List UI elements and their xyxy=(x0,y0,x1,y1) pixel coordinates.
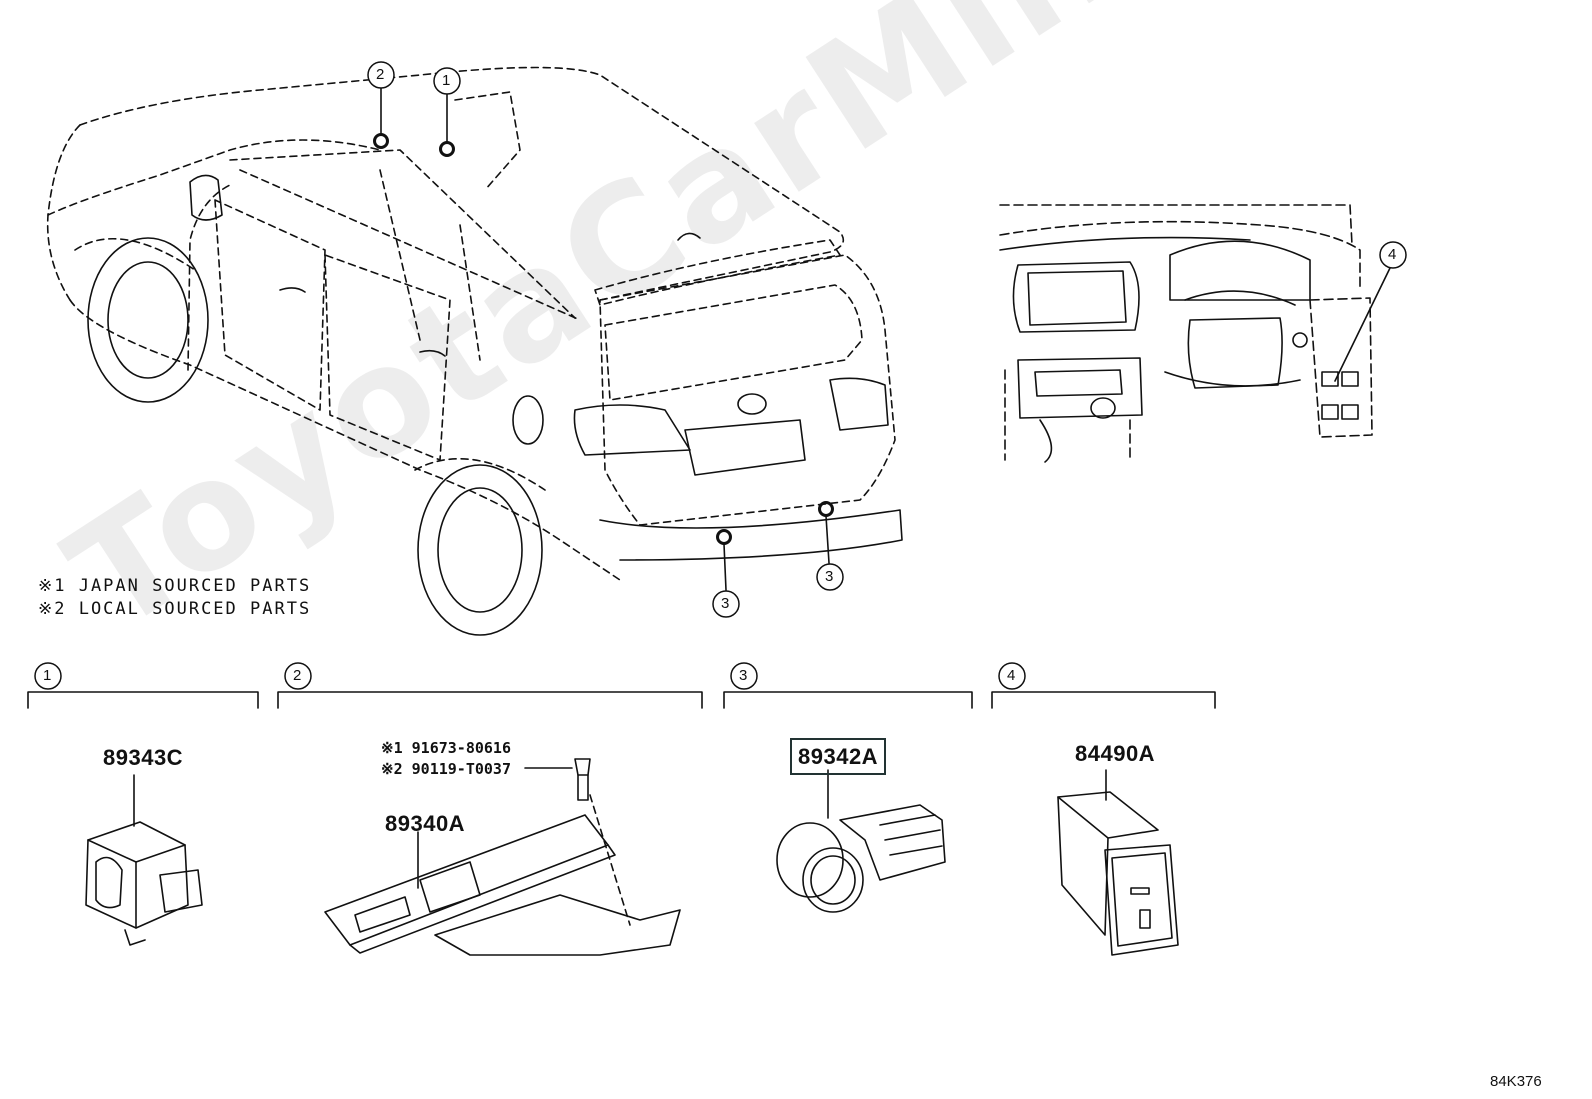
part-number-89343C[interactable]: 89343C xyxy=(103,745,184,770)
bolt-part-local[interactable]: ※2 90119-T0037 xyxy=(381,760,511,778)
part-number-84490A[interactable]: 84490A xyxy=(1075,741,1156,766)
section-callout-2: 2 xyxy=(293,667,302,684)
diagram-code: 84K376 xyxy=(1490,1073,1542,1090)
section-brackets xyxy=(27,691,1216,709)
vehicle-illustration xyxy=(46,66,903,636)
part-number-89340A[interactable]: 89340A xyxy=(385,811,466,836)
bolt-part-japan[interactable]: ※1 91673-80616 xyxy=(381,739,511,757)
note-local-sourced: ※2 LOCAL SOURCED PARTS xyxy=(38,599,312,619)
part-number-89342A-highlighted[interactable]: 89342A xyxy=(790,738,887,775)
part-89342A-drawing xyxy=(776,769,946,913)
part-84490A-drawing xyxy=(1057,769,1179,956)
callout-2-vehicle: 2 xyxy=(376,66,385,83)
part-89340A-drawing xyxy=(324,758,681,956)
section-callout-4: 4 xyxy=(1007,667,1016,684)
callout-1-vehicle: 1 xyxy=(442,72,451,89)
location-markers xyxy=(373,87,834,591)
dashboard-illustration xyxy=(999,204,1391,463)
section-callout-1: 1 xyxy=(43,667,52,684)
section-callout-3: 3 xyxy=(739,667,748,684)
note-japan-sourced: ※1 JAPAN SOURCED PARTS xyxy=(38,576,312,596)
callout-3-right: 3 xyxy=(825,568,834,585)
callout-3-left: 3 xyxy=(721,595,730,612)
part-89343C-drawing xyxy=(85,774,203,946)
callout-4-dashboard: 4 xyxy=(1388,246,1397,263)
